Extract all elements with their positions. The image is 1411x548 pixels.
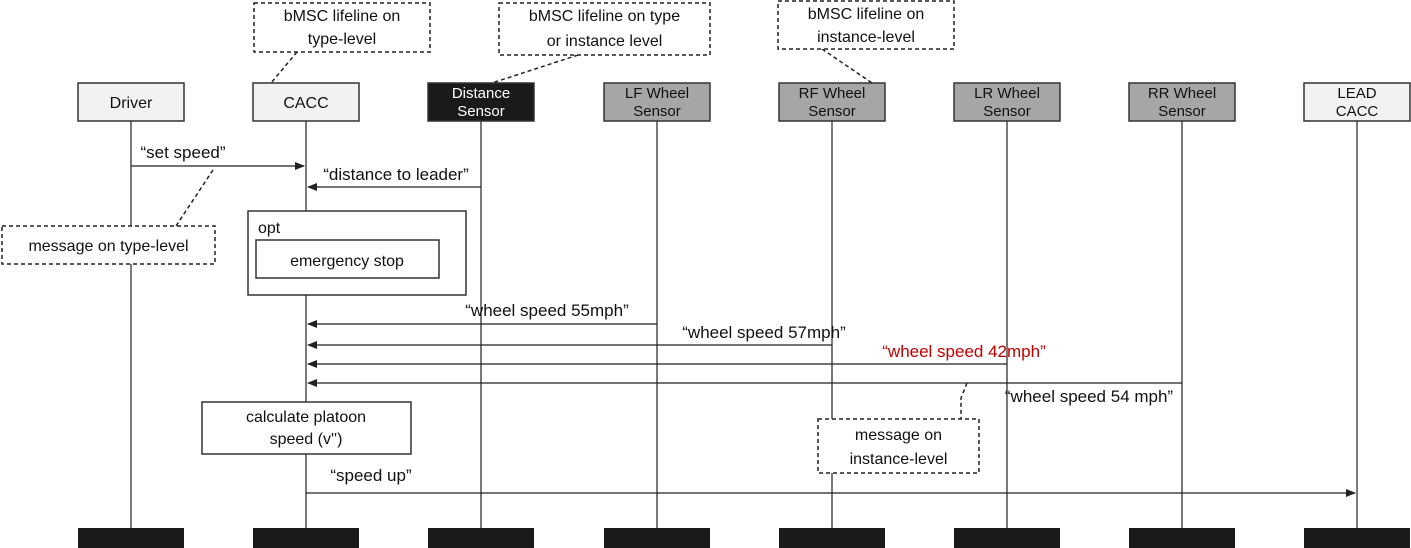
message: “distance to leader” bbox=[307, 165, 481, 191]
lifeline-end bbox=[1129, 528, 1235, 548]
opt-fragment: opt emergency stop bbox=[247, 210, 467, 296]
connector-instance-level bbox=[821, 48, 873, 84]
lifeline-label: LF Wheel bbox=[625, 85, 689, 102]
lifeline-head bbox=[252, 82, 360, 122]
message-label: “wheel speed 54 mph” bbox=[1005, 387, 1174, 406]
message: “speed up” bbox=[306, 466, 1356, 497]
lifeline-head bbox=[953, 82, 1061, 122]
connector-type-or-instance bbox=[491, 54, 579, 84]
lifeline-label: CACC bbox=[1336, 103, 1379, 120]
note-box bbox=[1, 225, 216, 265]
note-text: instance-level bbox=[817, 29, 915, 46]
lifeline-end bbox=[78, 528, 184, 548]
lifeline-head bbox=[778, 82, 886, 122]
note-text: or instance level bbox=[547, 33, 663, 50]
lifeline-head bbox=[77, 82, 185, 122]
message-label: “wheel speed 55mph” bbox=[465, 301, 629, 320]
note-text: message on bbox=[855, 427, 942, 444]
note-text: bMSC lifeline on bbox=[808, 6, 925, 23]
note-box bbox=[777, 0, 955, 50]
note-text: type-level bbox=[308, 31, 376, 48]
message-label: “wheel speed 42mph” bbox=[882, 342, 1046, 361]
lifeline-label: Driver bbox=[110, 95, 153, 112]
connector-message-type-level bbox=[175, 169, 214, 227]
lifeline-label: CACC bbox=[283, 95, 328, 112]
lifeline-end bbox=[253, 528, 359, 548]
note-box bbox=[253, 2, 431, 53]
message: “wheel speed 42mph” bbox=[307, 342, 1046, 368]
action-label: speed (v'') bbox=[270, 431, 343, 448]
connector-type-level bbox=[270, 51, 298, 84]
lifeline-head bbox=[1303, 82, 1411, 122]
emergency-stop-label: emergency stop bbox=[290, 253, 404, 270]
emergency-stop-box bbox=[255, 239, 440, 279]
action-box bbox=[201, 401, 412, 455]
lifeline-cacc: CACC bbox=[252, 82, 360, 548]
note-message-instance-level: message on instance-level bbox=[817, 418, 980, 474]
message: “wheel speed 55mph” bbox=[307, 301, 657, 328]
lifeline-end bbox=[954, 528, 1060, 548]
lifeline-driver: Driver bbox=[77, 82, 185, 548]
message: “wheel speed 54 mph” bbox=[307, 379, 1182, 406]
lifeline-end bbox=[1304, 528, 1410, 548]
note-text: instance-level bbox=[850, 451, 948, 468]
lifeline-head bbox=[1128, 82, 1236, 122]
lifeline-head bbox=[427, 82, 535, 122]
lifeline-label: Sensor bbox=[457, 103, 505, 120]
note-text: message on type-level bbox=[28, 238, 188, 255]
lifeline-end bbox=[779, 528, 885, 548]
note-text: bMSC lifeline on bbox=[284, 8, 401, 25]
note-text: bMSC lifeline on type bbox=[529, 8, 680, 25]
note-lifeline-instance-level: bMSC lifeline on instance-level bbox=[777, 0, 955, 50]
fragment-operator: opt bbox=[258, 220, 281, 237]
lifeline-label: RF Wheel bbox=[799, 85, 866, 102]
note-message-type-level: message on type-level bbox=[1, 225, 216, 265]
calculate-speed-action: calculate platoon speed (v'') bbox=[201, 401, 412, 455]
lifeline-head bbox=[603, 82, 711, 122]
lifeline-label: Sensor bbox=[1158, 103, 1206, 120]
note-lifeline-type-level: bMSC lifeline on type-level bbox=[253, 2, 431, 53]
message-label: “wheel speed 57mph” bbox=[682, 323, 846, 342]
note-box bbox=[817, 418, 980, 474]
message-label: “distance to leader” bbox=[323, 165, 469, 184]
lifeline-label: Sensor bbox=[808, 103, 856, 120]
note-box bbox=[498, 2, 711, 56]
message: “set speed” bbox=[131, 143, 305, 170]
lifeline-end bbox=[604, 528, 710, 548]
message-label: “speed up” bbox=[330, 466, 412, 485]
note-lifeline-type-or-instance: bMSC lifeline on type or instance level bbox=[498, 2, 711, 56]
connector-message-instance-level bbox=[960, 382, 968, 419]
lifeline-label: LEAD bbox=[1337, 85, 1376, 102]
lifeline-label: RR Wheel bbox=[1148, 85, 1216, 102]
action-label: calculate platoon bbox=[246, 409, 366, 426]
lifeline-label: Distance bbox=[452, 85, 510, 102]
message-label: “set speed” bbox=[140, 143, 225, 162]
lifeline-label: LR Wheel bbox=[974, 85, 1040, 102]
message: “wheel speed 57mph” bbox=[307, 323, 846, 349]
lifeline-end bbox=[428, 528, 534, 548]
lifeline-label: Sensor bbox=[633, 103, 681, 120]
lifeline-label: Sensor bbox=[983, 103, 1031, 120]
